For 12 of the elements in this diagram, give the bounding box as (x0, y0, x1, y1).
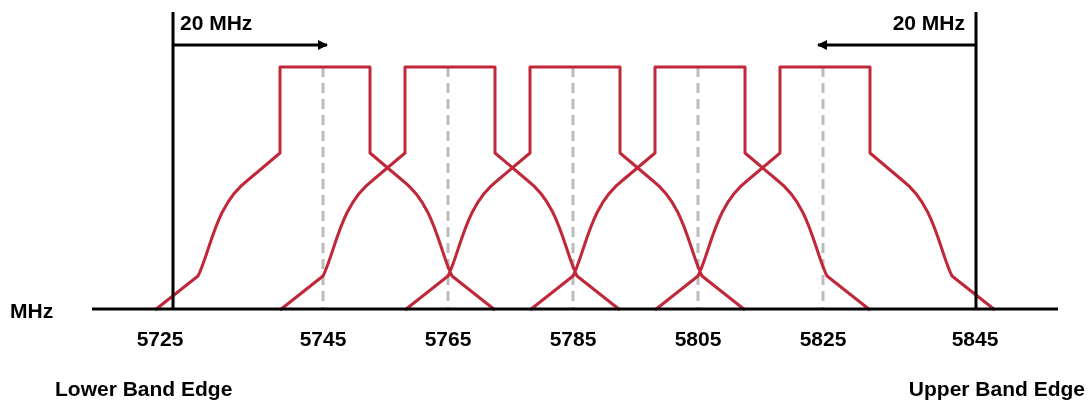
band-edge-label: Lower Band Edge (55, 378, 233, 399)
tick-label: 5765 (424, 328, 472, 349)
tick-label: 5805 (674, 328, 722, 349)
tick-label: 5845 (951, 328, 999, 349)
band-edge-label: Upper Band Edge (908, 378, 1085, 399)
dimension-label: 20 MHz (892, 12, 965, 33)
tick-label: 5725 (136, 328, 184, 349)
axis-label: MHz (10, 300, 54, 321)
tick-label: 5825 (799, 328, 847, 349)
tick-label: 5745 (299, 328, 347, 349)
dimension-label: 20 MHz (180, 12, 253, 33)
tick-label: 5785 (549, 328, 597, 349)
